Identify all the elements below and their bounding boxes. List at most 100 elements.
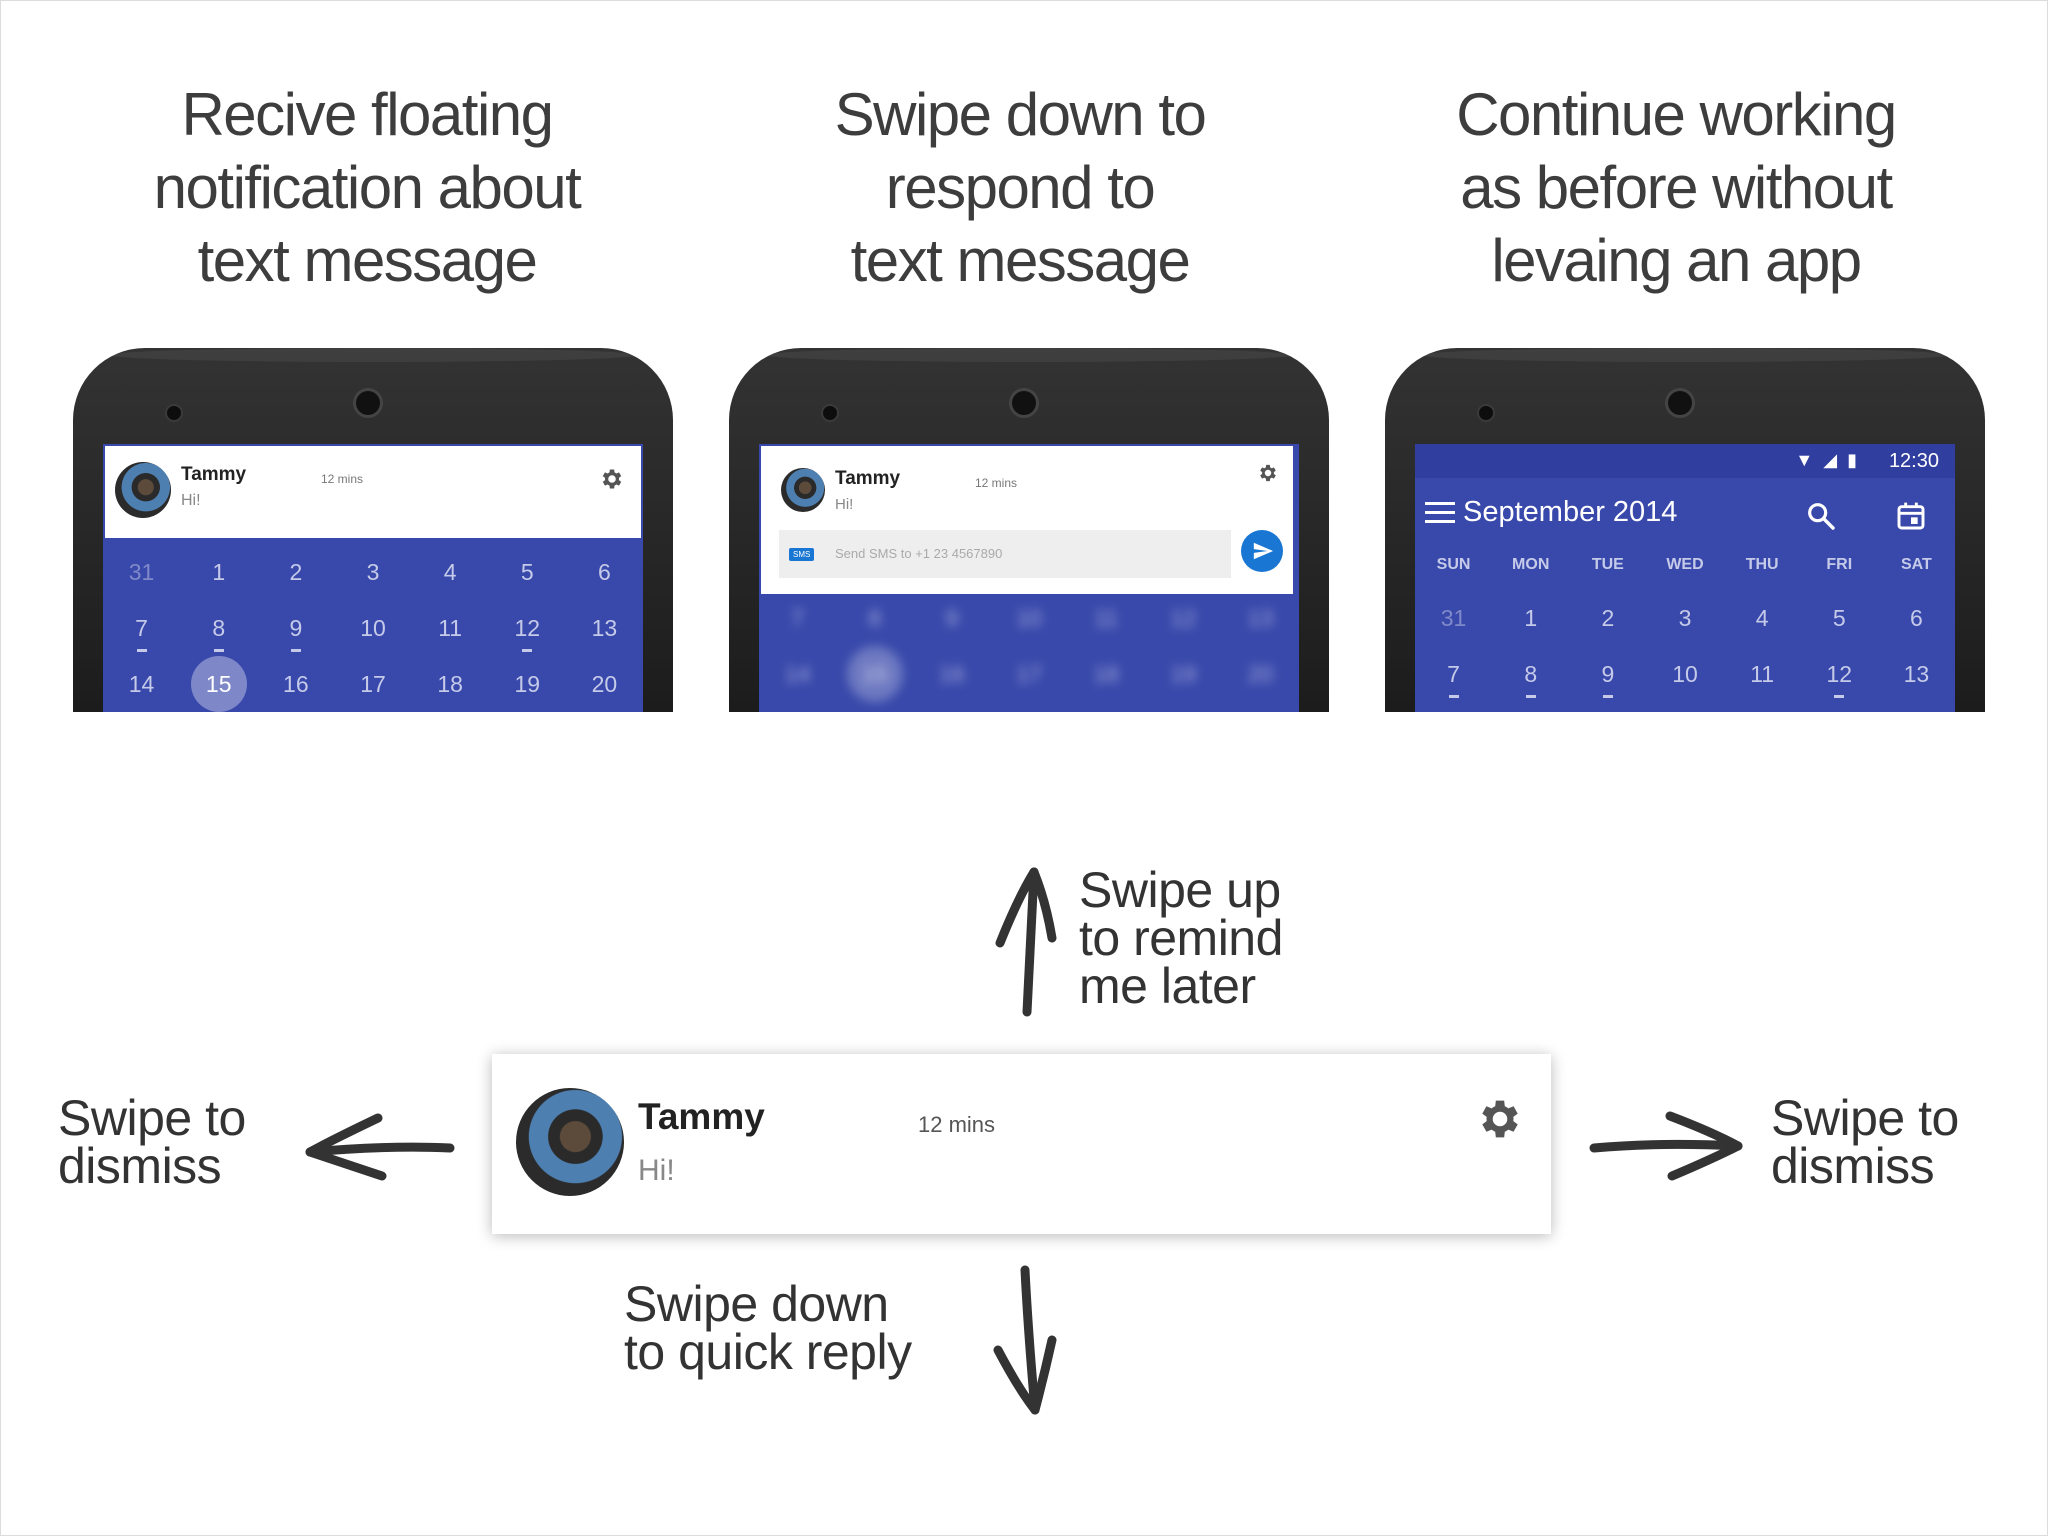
weekday-label: SAT [1901, 556, 1932, 573]
title-line: levaing an app [1491, 227, 1862, 294]
weekday-label: SUN [1436, 556, 1471, 573]
calendar-day[interactable]: 2 [1601, 604, 1615, 631]
calendar-day[interactable]: 19 [514, 670, 541, 697]
weekday-label: THU [1745, 556, 1779, 573]
calendar-day[interactable]: 6 [1910, 604, 1923, 631]
large-notification-card[interactable]: Tammy Hi! 12 mins [492, 1054, 1551, 1234]
hint-line: me later [1079, 958, 1256, 1014]
avatar [781, 468, 825, 512]
calendar-day[interactable]: 8 [1492, 661, 1569, 698]
hint-swipe-up: Swipe up to remind me later [1079, 862, 1283, 1014]
calendar-week: 31 1 2 3 4 5 6 [1415, 590, 1955, 646]
hint-line: dismiss [1771, 1138, 1935, 1194]
calendar-day[interactable]: 6 [598, 558, 611, 585]
title-line: respond to [885, 154, 1156, 221]
calendar-day[interactable]: 31 [1440, 604, 1467, 631]
calendar-day-today[interactable]: 15 [180, 656, 257, 712]
notification-sender: Tammy [638, 1096, 765, 1137]
hint-line: Swipe to [58, 1090, 246, 1146]
arrow-right-icon [1589, 1111, 1743, 1181]
title-line: notification about [153, 154, 582, 221]
calendar-day[interactable]: 14 [128, 670, 155, 697]
calendar-day[interactable]: 5 [520, 558, 534, 585]
calendar-day[interactable]: 8 [180, 615, 257, 652]
calendar-day-today: 15 [836, 646, 913, 702]
calendar-day[interactable]: 12 [1801, 661, 1878, 698]
hint-line: Swipe up [1079, 862, 1281, 918]
calendar-week: 14 15 16 17 18 19 20 [103, 656, 643, 712]
menu-icon[interactable] [1425, 502, 1455, 529]
calendar-week: 7 8 9 10 11 12 13 [759, 590, 1299, 646]
calendar-day[interactable]: 1 [212, 558, 226, 585]
calendar-day[interactable]: 9 [257, 615, 334, 652]
calendar-day[interactable]: 18 [437, 670, 463, 697]
calendar-day[interactable]: 1 [1524, 604, 1538, 631]
search-icon[interactable] [1805, 500, 1837, 532]
calendar-grid-blurred: 7 8 9 10 11 12 13 14 15 16 17 18 19 20 [759, 590, 1299, 702]
calendar-app-screen: ▼◢▮ 12:30 September 2014 SUN MON TUE WED… [1415, 444, 1955, 712]
arrow-up-icon [995, 867, 1057, 1017]
column-1-title: Recive floating notification about text … [87, 78, 647, 297]
calendar-day: 12 [1170, 604, 1197, 631]
hint-line: Swipe down [624, 1276, 889, 1332]
calendar-day[interactable]: 7 [1415, 661, 1492, 698]
gear-icon[interactable] [599, 466, 625, 492]
calendar-day[interactable]: 17 [360, 670, 386, 697]
quick-reply-input[interactable]: SMS Send SMS to +1 23 4567890 [779, 530, 1231, 578]
calendar-day[interactable]: 4 [1755, 604, 1769, 631]
calendar-grid: 31 1 2 3 4 5 6 7 8 9 10 11 12 13 14 15 1… [103, 544, 643, 712]
send-button[interactable] [1241, 530, 1283, 572]
gear-icon[interactable] [1475, 1094, 1525, 1144]
calendar-day[interactable]: 4 [443, 558, 457, 585]
front-camera [1477, 404, 1495, 422]
avatar [115, 462, 171, 518]
weekday-label: MON [1512, 556, 1550, 573]
calendar-day[interactable]: 13 [1903, 660, 1930, 687]
phone-2: 7 8 9 10 11 12 13 14 15 16 17 18 19 20 T… [729, 348, 1329, 712]
sms-badge: SMS [789, 548, 815, 561]
calendar-day[interactable]: 13 [591, 614, 618, 641]
calendar-day[interactable]: 12 [489, 615, 566, 652]
phone-speaker [1009, 388, 1039, 418]
calendar-day[interactable]: 31 [128, 558, 155, 585]
calendar-grid: 31 1 2 3 4 5 6 7 8 9 10 11 12 13 [1415, 590, 1955, 702]
calendar-icon[interactable] [1895, 500, 1927, 532]
hint-swipe-left: Swipe to dismiss [58, 1090, 246, 1191]
hint-swipe-down: Swipe down to quick reply [624, 1276, 912, 1380]
calendar-title: September 2014 [1463, 496, 1678, 528]
calendar-week: 31 1 2 3 4 5 6 [103, 544, 643, 600]
calendar-day: 18 [1093, 660, 1119, 687]
calendar-day: 17 [1016, 660, 1042, 687]
status-time: 12:30 [1888, 450, 1939, 472]
floating-notification[interactable]: Tammy Hi! 12 mins [105, 446, 641, 538]
phone-3: ▼◢▮ 12:30 September 2014 SUN MON TUE WED… [1385, 348, 1985, 712]
calendar-day[interactable]: 9 [1569, 661, 1646, 698]
notification-sender: Tammy [181, 464, 247, 485]
app-bar: September 2014 [1415, 478, 1955, 554]
calendar-day[interactable]: 3 [1678, 604, 1692, 631]
calendar-day[interactable]: 11 [438, 614, 463, 641]
calendar-day[interactable]: 2 [289, 558, 303, 585]
send-icon [1253, 542, 1274, 560]
calendar-day[interactable]: 7 [103, 615, 180, 652]
calendar-day[interactable]: 11 [1750, 660, 1775, 687]
status-icons: ▼◢▮ [1795, 450, 1867, 470]
calendar-day[interactable]: 5 [1832, 604, 1846, 631]
calendar-day[interactable]: 3 [366, 558, 380, 585]
weekday-label: FRI [1826, 556, 1853, 573]
floating-notification-expanded[interactable]: Tammy Hi! 12 mins SMS Send SMS to +1 23 … [761, 446, 1293, 594]
calendar-day[interactable]: 16 [283, 670, 309, 697]
title-line: as before without [1460, 154, 1893, 221]
gear-icon[interactable] [1257, 462, 1279, 484]
calendar-day[interactable]: 10 [360, 614, 386, 641]
notification-message: Hi! [638, 1154, 675, 1187]
calendar-day[interactable]: 20 [591, 670, 618, 697]
notification-time: 12 mins [321, 472, 364, 486]
title-line: Recive floating [181, 81, 554, 148]
arrow-down-icon [993, 1265, 1057, 1415]
front-camera [165, 404, 183, 422]
calendar-day[interactable]: 10 [1672, 660, 1698, 687]
calendar-day: 19 [1170, 660, 1197, 687]
hint-line: to quick reply [624, 1324, 912, 1380]
